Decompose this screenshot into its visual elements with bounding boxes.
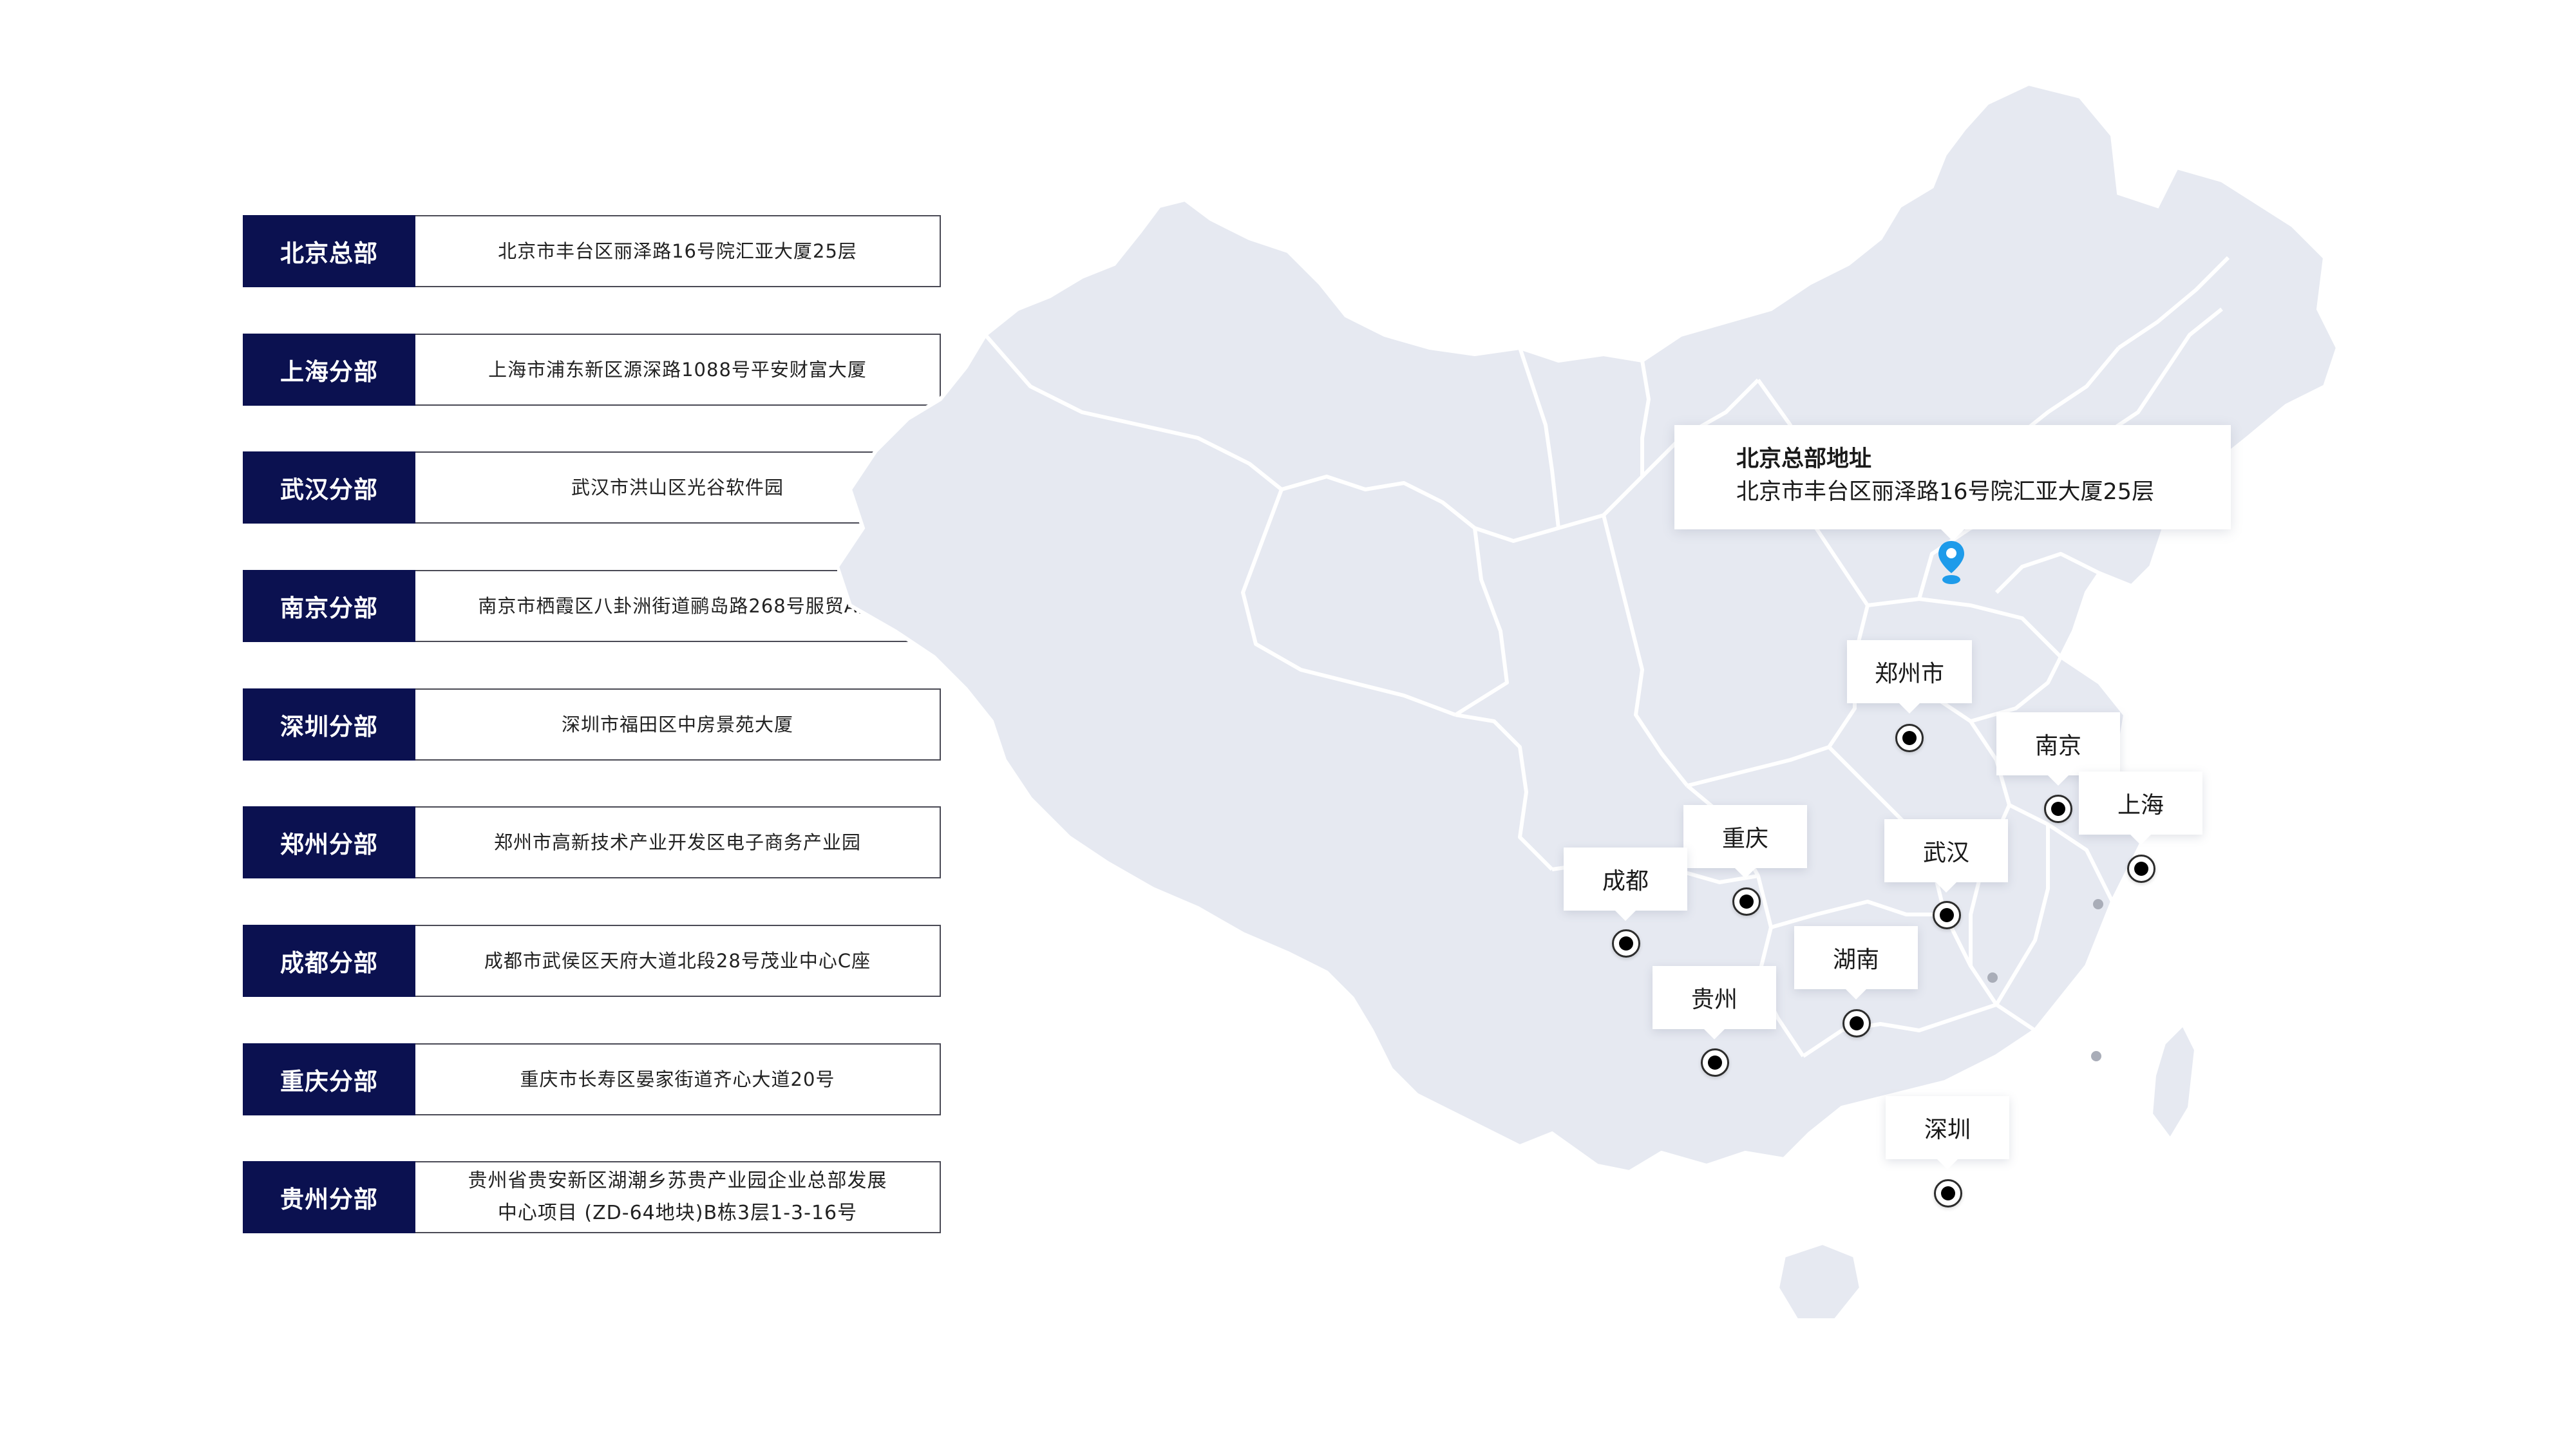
branch-address: 上海市浦东新区源深路1088号平安财富大厦 <box>415 334 941 406</box>
city-label-chengdu: 成都 <box>1564 848 1687 921</box>
branch-row-guizhou: 贵州分部 贵州省贵安新区湖潮乡苏贵产业园企业总部发展 中心项目 (ZD-64地块… <box>243 1161 941 1233</box>
city-label-text: 南京 <box>2034 733 2081 759</box>
city-marker-shanghai[interactable] <box>2127 855 2155 883</box>
city-label-guizhou: 贵州 <box>1653 966 1776 1039</box>
minor-city-dot <box>2091 1051 2101 1061</box>
city-label-shanghai: 上海 <box>2079 772 2202 845</box>
hainan-shape <box>1775 1240 1864 1322</box>
branch-row-chongqing: 重庆分部 重庆市长寿区晏家街道齐心大道20号 <box>243 1043 941 1115</box>
city-label-text: 重庆 <box>1721 826 1768 852</box>
mainland-shape <box>837 81 2340 1175</box>
location-pin-icon[interactable] <box>1936 540 1967 586</box>
city-label-text: 贵州 <box>1690 987 1738 1013</box>
branch-row-shanghai: 上海分部 上海市浦东新区源深路1088号平安财富大厦 <box>243 334 941 406</box>
china-map <box>837 77 2383 1378</box>
branch-name: 成都分部 <box>243 925 415 997</box>
branch-name: 深圳分部 <box>243 688 415 761</box>
city-label-text: 郑州市 <box>1874 661 1944 687</box>
hq-address-callout: 北京总部地址 北京市丰台区丽泽路16号院汇亚大厦25层 <box>1674 425 2231 541</box>
city-marker-shenzhen[interactable] <box>1934 1179 1962 1208</box>
city-marker-zhengzhou[interactable] <box>1895 724 1924 752</box>
city-label-text: 深圳 <box>1924 1117 1971 1143</box>
city-marker-guizhou[interactable] <box>1701 1048 1729 1077</box>
city-label-text: 武汉 <box>1922 840 1969 866</box>
branch-address: 贵州省贵安新区湖潮乡苏贵产业园企业总部发展 中心项目 (ZD-64地块)B栋3层… <box>415 1161 941 1233</box>
city-label-wuhan: 武汉 <box>1884 819 2008 893</box>
branch-row-zhengzhou: 郑州分部 郑州市高新技术产业开发区电子商务产业园 <box>243 806 941 878</box>
city-label-nanjing: 南京 <box>1996 712 2120 786</box>
city-label-zhengzhou: 郑州市 <box>1847 640 1972 714</box>
branch-row-chengdu: 成都分部 成都市武侯区天府大道北段28号茂业中心C座 <box>243 925 941 997</box>
city-label-text: 成都 <box>1602 868 1649 895</box>
city-marker-wuhan[interactable] <box>1933 901 1961 929</box>
city-label-shenzhen: 深圳 <box>1886 1096 2009 1170</box>
city-marker-nanjing[interactable] <box>2044 795 2072 823</box>
branch-row-shenzhen: 深圳分部 深圳市福田区中房景苑大厦 <box>243 688 941 761</box>
branch-name: 北京总部 <box>243 215 415 287</box>
branch-row-beijing: 北京总部 北京市丰台区丽泽路16号院汇亚大厦25层 <box>243 215 941 287</box>
hq-callout-title: 北京总部地址 <box>1736 446 1872 472</box>
china-map-shape <box>837 81 2340 1322</box>
branch-address: 重庆市长寿区晏家街道齐心大道20号 <box>415 1043 941 1115</box>
branch-address: 郑州市高新技术产业开发区电子商务产业园 <box>415 806 941 878</box>
branch-row-wuhan: 武汉分部 武汉市洪山区光谷软件园 <box>243 451 941 524</box>
branch-name: 南京分部 <box>243 570 415 642</box>
branch-address: 深圳市福田区中房景苑大厦 <box>415 688 941 761</box>
branch-name: 上海分部 <box>243 334 415 406</box>
city-label-text: 湖南 <box>1832 947 1879 973</box>
city-marker-chengdu[interactable] <box>1612 929 1640 958</box>
city-marker-chongqing[interactable] <box>1732 887 1761 916</box>
city-label-hunan: 湖南 <box>1794 926 1918 999</box>
city-marker-hunan[interactable] <box>1842 1009 1871 1037</box>
city-label-chongqing: 重庆 <box>1683 805 1807 878</box>
minor-city-dot <box>1987 972 1998 983</box>
branch-name: 重庆分部 <box>243 1043 415 1115</box>
branch-name: 郑州分部 <box>243 806 415 878</box>
city-label-text: 上海 <box>2117 792 2164 819</box>
branch-address: 成都市武侯区天府大道北段28号茂业中心C座 <box>415 925 941 997</box>
branch-row-nanjing: 南京分部 南京市栖霞区八卦洲街道鹂岛路268号服贸A区 <box>243 570 941 642</box>
branch-name: 贵州分部 <box>243 1161 415 1233</box>
branch-address: 北京市丰台区丽泽路16号院汇亚大厦25层 <box>415 215 941 287</box>
minor-city-dot <box>2093 899 2103 909</box>
taiwan-shape <box>2148 1020 2199 1144</box>
hq-callout-address: 北京市丰台区丽泽路16号院汇亚大厦25层 <box>1736 479 2155 505</box>
branch-name: 武汉分部 <box>243 451 415 524</box>
